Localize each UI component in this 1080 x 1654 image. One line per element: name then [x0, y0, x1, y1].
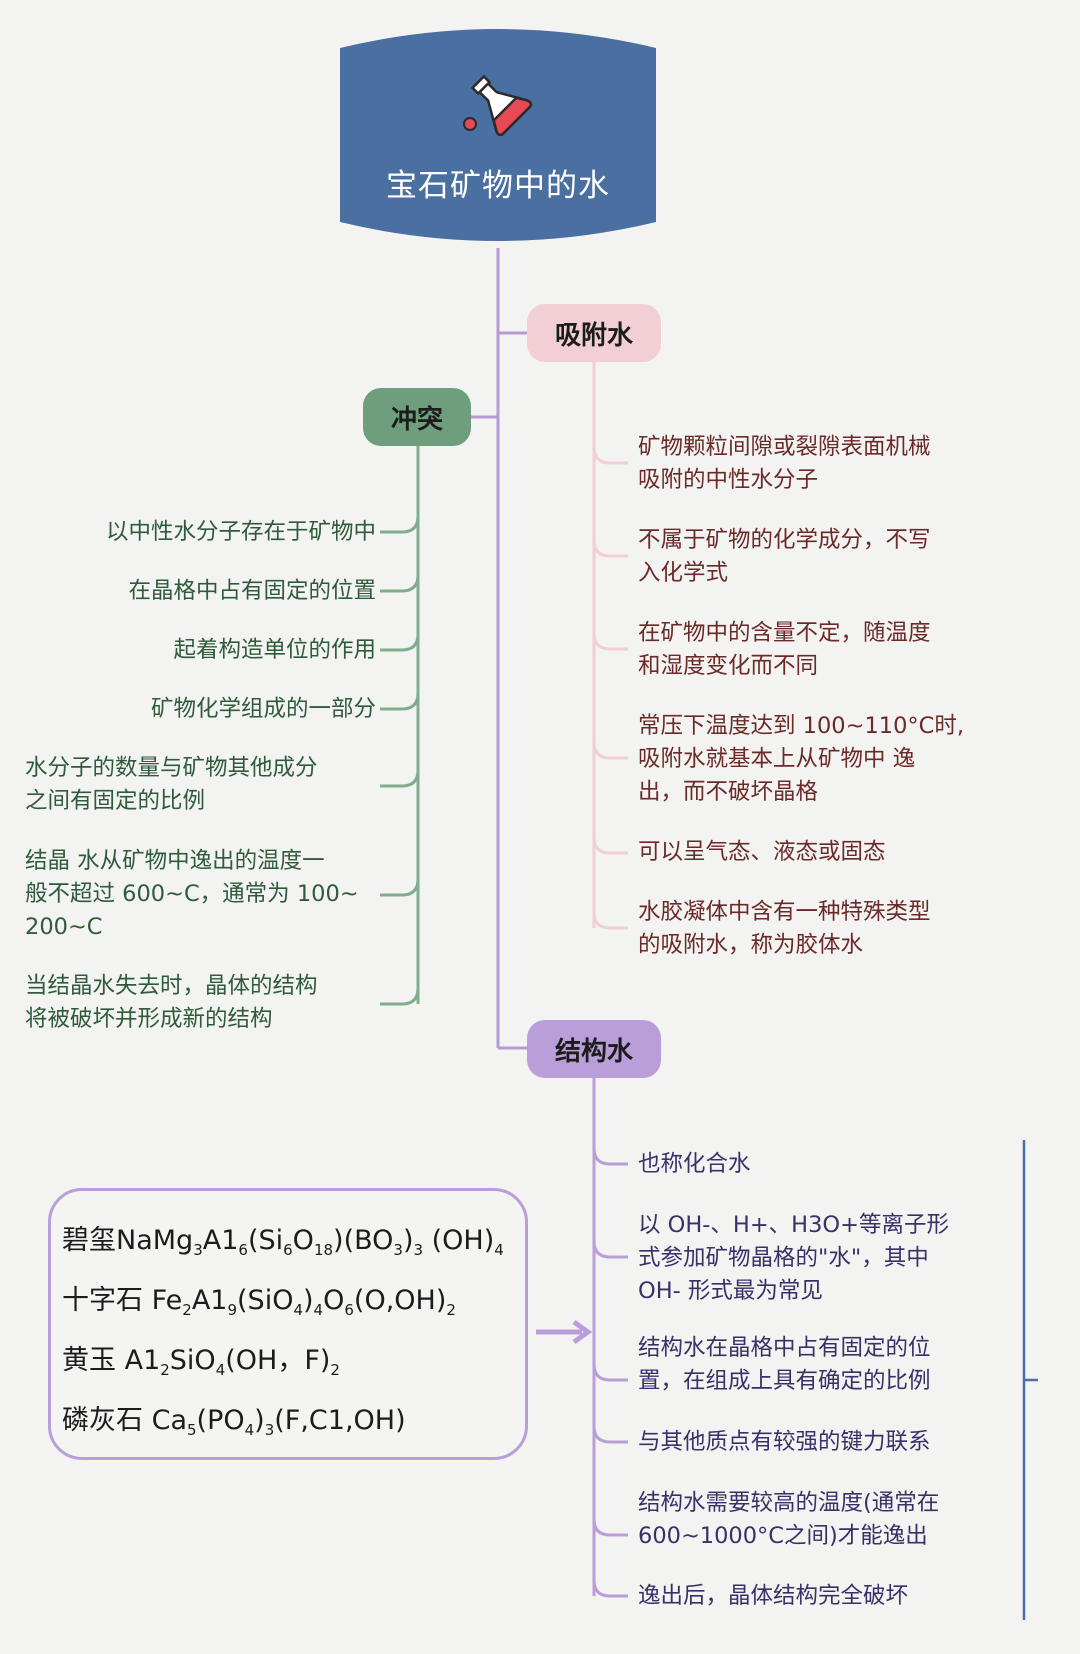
leaf-crystal-1: 以中性水分子存在于矿物中 — [105, 519, 376, 545]
leaf-structural-3: 结构水在晶格中占有固定的位置，在组成上具有确定的比例 — [638, 1335, 931, 1394]
leaf-adsorbed-6: 水胶凝体中含有一种特殊类型的吸附水，称为胶体水 — [638, 899, 931, 958]
branch-structural-water[interactable]: 结构水 — [527, 1020, 661, 1078]
leaf-crystal-5: 水分子的数量与矿物其他成分之间有固定的比例 — [25, 755, 318, 814]
flask-icon — [463, 74, 533, 136]
leaf-adsorbed-5: 可以呈气态、液态或固态 — [638, 839, 886, 865]
leaf-crystal-4: 矿物化学组成的一部分 — [150, 696, 376, 722]
formula-topaz: 黄玉 A12SiO4(OH，F)2 — [62, 1345, 340, 1379]
formula-tourmaline: 碧玺NaMg3A16(Si6O18)(BO3)3 (OH)4 — [62, 1225, 504, 1259]
leaf-crystal-3: 起着构造单位的作用 — [173, 637, 376, 663]
formula-staurolite: 十字石 Fe2A19(SiO4)4O6(O,OH)2 — [62, 1285, 456, 1319]
formula-apatite: 磷灰石 Ca5(PO4)3(F,C1,OH) — [62, 1405, 406, 1439]
leaf-crystal-6: 结晶 水从矿物中逸出的温度一般不超过 600~C，通常为 100~200~C — [25, 848, 359, 940]
leaf-adsorbed-4: 常压下温度达到 100~110°C时,吸附水就基本上从矿物中 逸出，而不破坏晶格 — [638, 713, 965, 805]
leaf-adsorbed-3: 在矿物中的含量不定，随温度和湿度变化而不同 — [638, 620, 931, 679]
branch-crystal-water[interactable]: 冲突 — [363, 388, 471, 446]
formula-box — [48, 1188, 528, 1460]
leaf-crystal-7: 当结晶水失去时，晶体的结构将被破坏并形成新的结构 — [25, 973, 318, 1032]
branch-adsorbed-water[interactable]: 吸附水 — [527, 304, 661, 362]
leaf-adsorbed-2: 不属于矿物的化学成分，不写入化学式 — [638, 527, 931, 586]
leaf-structural-6: 逸出后，晶体结构完全破坏 — [638, 1583, 909, 1609]
leaf-adsorbed-1: 矿物颗粒间隙或裂隙表面机械吸附的中性水分子 — [638, 434, 931, 493]
leaf-crystal-2: 在晶格中占有固定的位置 — [128, 578, 376, 604]
leaf-structural-4: 与其他质点有较强的键力联系 — [638, 1429, 931, 1455]
leaf-structural-1: 也称化合水 — [638, 1151, 751, 1177]
root-title: 宝石矿物中的水 — [386, 168, 610, 204]
